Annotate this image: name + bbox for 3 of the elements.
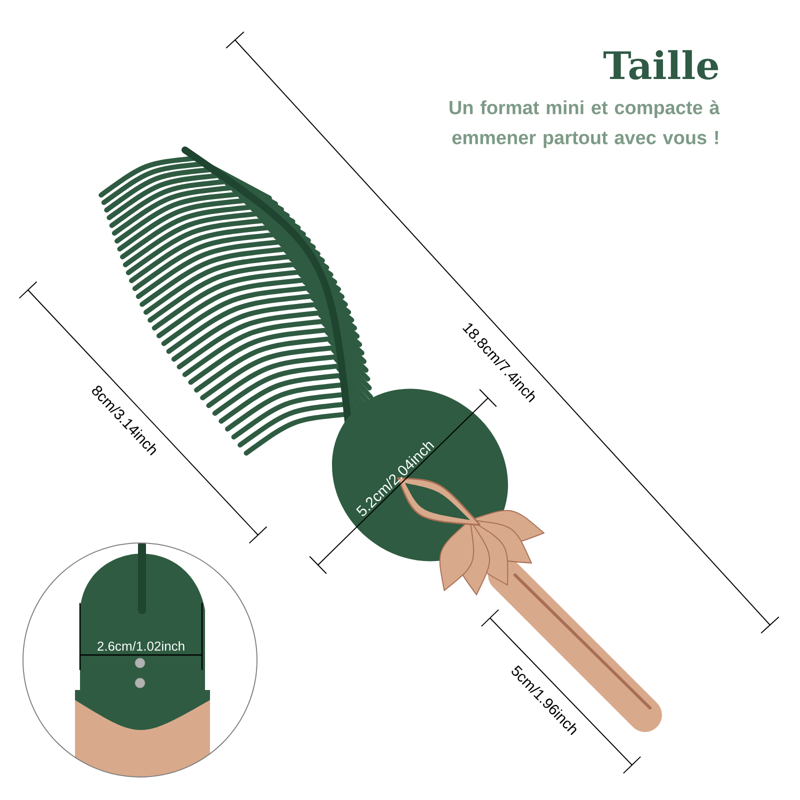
title: Taille: [603, 50, 718, 80]
subtitle: Un format mini et compacte à emmener partout avec vous !: [450, 100, 720, 148]
dimension-label: 2.6cm/1.02inch: [98, 641, 184, 651]
